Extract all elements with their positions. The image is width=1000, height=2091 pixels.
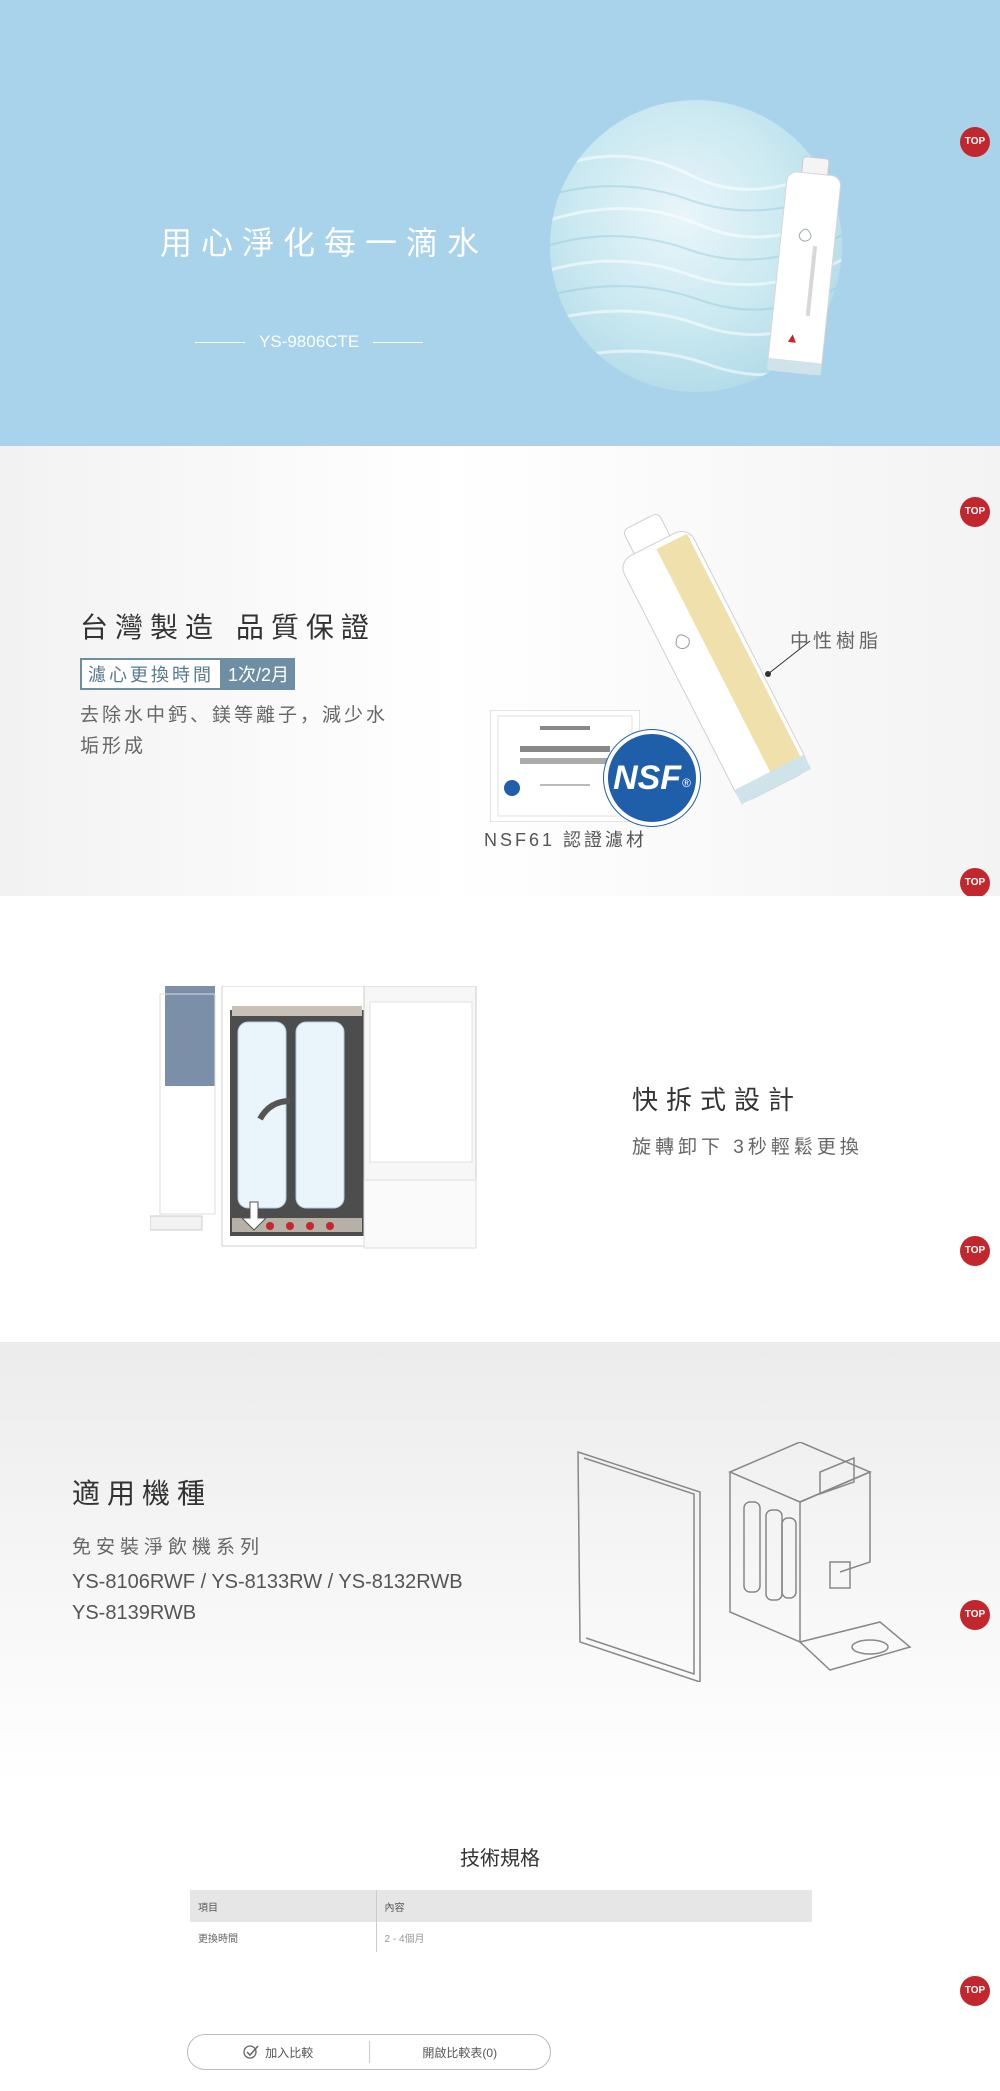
filter-cartridge-image <box>766 156 842 376</box>
replacement-pill: 濾心更換時間 1次/2月 <box>80 658 296 690</box>
top-button[interactable]: TOP <box>960 1976 990 2006</box>
top-button[interactable]: TOP <box>960 868 990 896</box>
pill-value: 1次/2月 <box>222 658 296 690</box>
top-button[interactable]: TOP <box>960 1600 990 1630</box>
hero-section: 用心淨化每一滴水 YS-9806CTE <box>0 0 1000 446</box>
models-series: 免安裝淨飲機系列 <box>72 1537 265 1558</box>
add-compare-button[interactable]: 加入比較 <box>188 2035 369 2069</box>
spec-table: 項目 內容 更換時間 2 - 4個月 <box>190 1890 812 1952</box>
machine-line-drawing <box>577 1442 912 1682</box>
hero-model-row: YS-9806CTE <box>195 332 424 352</box>
quality-section: 台灣製造 品質保證 濾心更換時間 1次/2月 去除水中鈣、鎂等離子，減少水垢形成… <box>0 446 1000 896</box>
spec-cell-value: 2 - 4個月 <box>384 1933 425 1945</box>
resin-label: 中性樹脂 <box>790 631 883 652</box>
design-section: 快拆式設計 旋轉卸下 3秒輕鬆更換 TOP <box>0 896 1000 1342</box>
spec-section: 技術規格 項目 內容 更換時間 2 - 4個月 TOP 加入比較 開啟比較表(0… <box>0 1788 1000 2091</box>
hero-model: YS-9806CTE <box>259 332 360 351</box>
models-line-2: YS-8139RWB <box>72 1602 197 1624</box>
spec-header-content: 內容 <box>376 1890 812 1922</box>
top-button[interactable]: TOP <box>960 127 990 157</box>
check-circle-icon <box>243 2045 259 2059</box>
quality-title: 台灣製造 品質保證 <box>80 611 376 644</box>
divider <box>368 2041 370 2063</box>
spec-header-row: 項目 內容 <box>190 1890 812 1922</box>
quality-description: 去除水中鈣、鎂等離子，減少水垢形成 <box>80 705 389 757</box>
machine-open-image <box>150 986 477 1249</box>
models-section: 適用機種 免安裝淨飲機系列 YS-8106RWF / YS-8133RW / Y… <box>0 1342 1000 1788</box>
spec-header-item: 項目 <box>190 1890 377 1922</box>
spec-title: 技術規格 <box>460 1846 540 1870</box>
divider-line <box>195 341 245 343</box>
design-subtitle: 旋轉卸下 3秒輕鬆更換 <box>632 1137 863 1158</box>
add-compare-label: 加入比較 <box>265 2045 314 2060</box>
design-title: 快拆式設計 <box>632 1086 803 1116</box>
models-line-1: YS-8106RWF / YS-8133RW / YS-8132RWB <box>72 1571 463 1593</box>
divider-line <box>373 341 424 343</box>
nsf-caption: NSF61 認證濾材 <box>484 830 648 850</box>
compare-bar: 加入比較 開啟比較表(0) <box>187 2034 551 2070</box>
resin-cartridge-image <box>622 514 812 805</box>
open-compare-button[interactable]: 開啟比較表(0) <box>370 2035 551 2069</box>
models-title: 適用機種 <box>72 1477 213 1510</box>
hero-headline: 用心淨化每一滴水 <box>160 224 489 262</box>
pill-label: 濾心更換時間 <box>80 658 222 690</box>
table-row: 更換時間 2 - 4個月 <box>190 1922 812 1952</box>
nsf-logo: NSF ® <box>604 730 700 826</box>
spec-cell-label: 更換時間 <box>190 1922 377 1952</box>
top-button[interactable]: TOP <box>960 1236 990 1266</box>
top-button[interactable]: TOP <box>960 497 990 527</box>
open-compare-label: 開啟比較表(0) <box>422 2045 498 2060</box>
